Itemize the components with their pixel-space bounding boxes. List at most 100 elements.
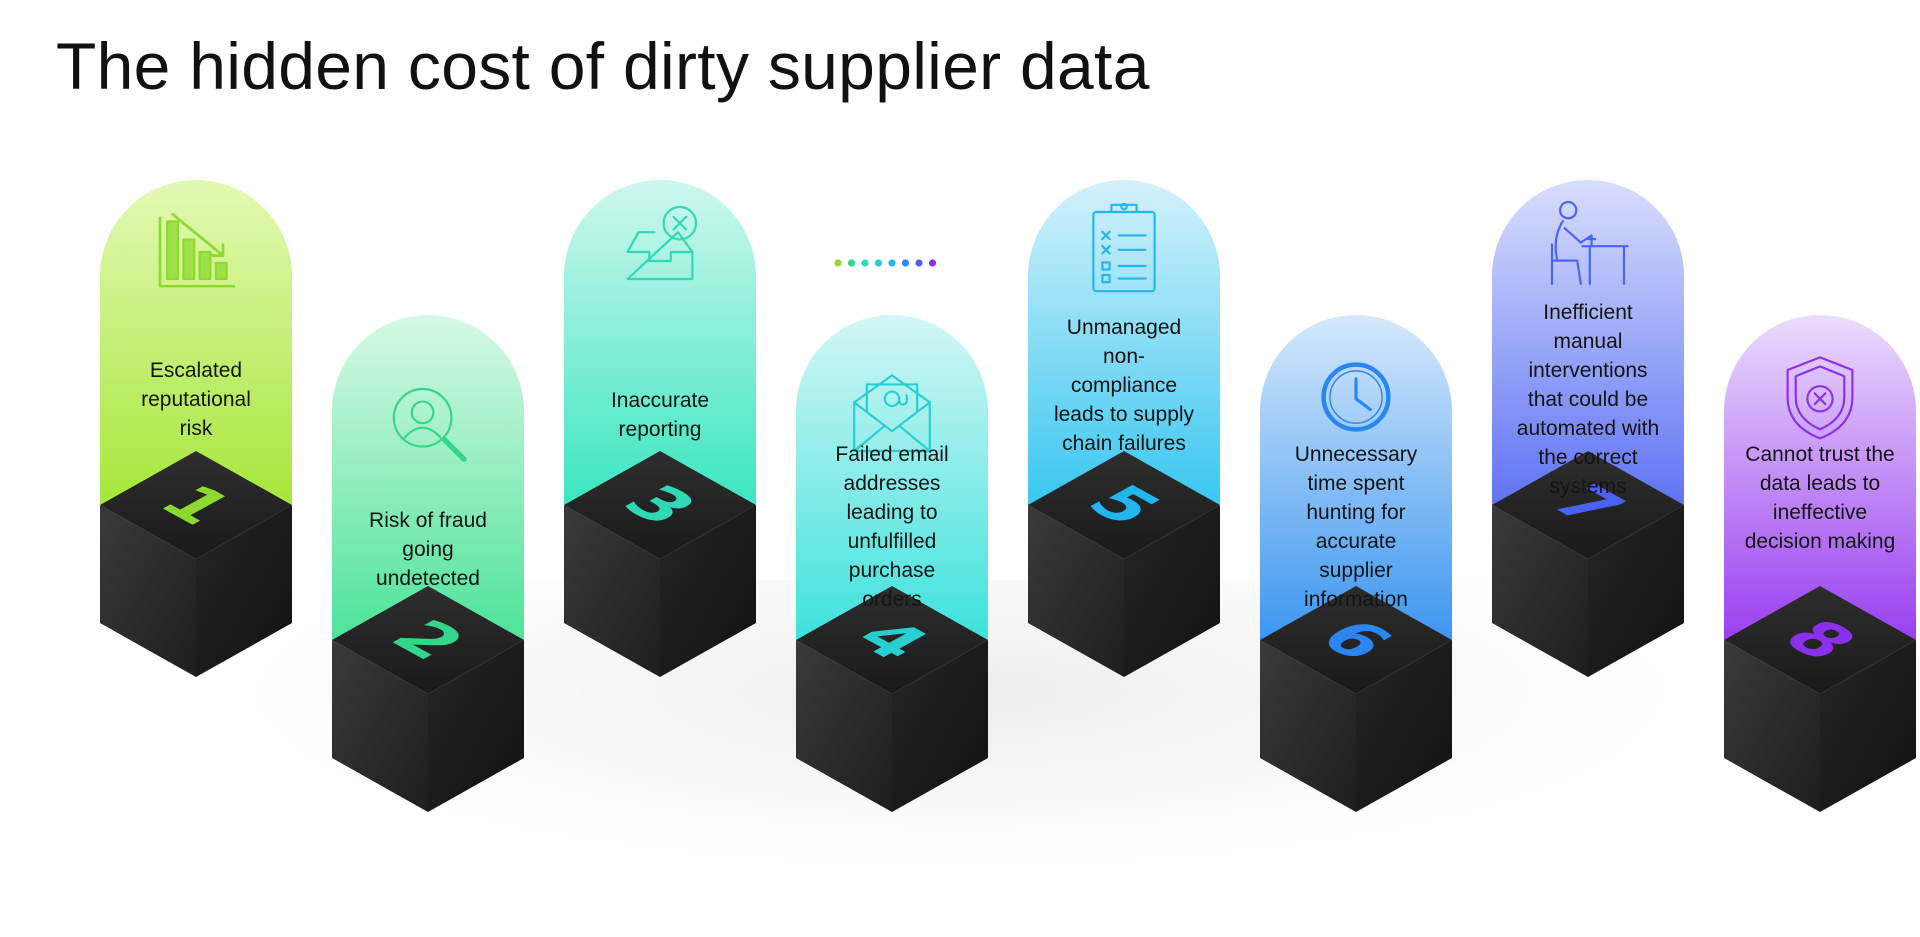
cube-right-face bbox=[1588, 505, 1684, 677]
inbox-error-icon bbox=[626, 205, 698, 281]
label-line: that could be bbox=[1527, 388, 1649, 411]
label-line: hunting for bbox=[1306, 501, 1406, 524]
cube-right-face bbox=[1356, 640, 1452, 812]
decor-dot bbox=[861, 259, 869, 267]
label-line: reporting bbox=[618, 418, 702, 441]
pillar-body bbox=[332, 315, 524, 640]
label-line: non- bbox=[1102, 345, 1146, 368]
pillar-5: 5 bbox=[1028, 180, 1220, 677]
label-line: orders bbox=[862, 588, 922, 611]
pillar-body bbox=[1724, 315, 1916, 640]
cube-top-face bbox=[332, 586, 524, 694]
cube-left-face bbox=[1492, 505, 1588, 677]
cube-right-face bbox=[428, 640, 524, 812]
cube-left-face bbox=[332, 640, 428, 812]
cube-top-face bbox=[1492, 451, 1684, 559]
pillar-7: 7 bbox=[1492, 180, 1684, 677]
slide-title: The hidden cost of dirty supplier data bbox=[56, 29, 1150, 103]
compliance-clipboard-icon bbox=[1092, 202, 1156, 293]
label-line: Escalated bbox=[149, 359, 243, 382]
cube-right-face bbox=[196, 505, 292, 677]
decor-dot bbox=[874, 259, 883, 267]
cube-top-face bbox=[1028, 451, 1220, 559]
label-line: leads to supply bbox=[1053, 403, 1195, 426]
label-line: automated with bbox=[1516, 417, 1660, 440]
cube-left-face bbox=[564, 505, 660, 677]
label-line: interventions bbox=[1528, 359, 1648, 382]
cost-item-5: 5 Unmanaged non-compliance leads to supply… bbox=[1028, 180, 1220, 687]
pillar-4: 4 bbox=[796, 315, 988, 812]
label-line: Inefficient bbox=[1543, 301, 1633, 324]
label-line: leading to bbox=[846, 501, 938, 524]
label-line: addresses bbox=[843, 472, 941, 495]
cube-left-face bbox=[100, 505, 196, 677]
pillar-body bbox=[796, 315, 988, 640]
label-line: decision making bbox=[1744, 530, 1896, 553]
item-label: Inefficient manual interventions that could… bbox=[1486, 298, 1690, 501]
email-envelope-icon bbox=[853, 374, 931, 453]
label-line: time spent bbox=[1307, 472, 1405, 495]
label-line: supplier bbox=[1319, 559, 1393, 582]
decor-dot bbox=[834, 259, 842, 267]
cube-right-face bbox=[1820, 640, 1916, 812]
label-line: reputational bbox=[141, 388, 251, 411]
label-line: manual bbox=[1553, 330, 1623, 353]
pillar-6: 6 bbox=[1260, 315, 1452, 812]
label-line: systems bbox=[1549, 475, 1627, 498]
label-line: undetected bbox=[376, 567, 480, 590]
cost-item-2: 2 Risk of fraud going undetected bbox=[332, 315, 524, 822]
cube-right-face bbox=[1124, 505, 1220, 677]
progress-dots bbox=[834, 259, 937, 267]
pillar-body bbox=[1492, 180, 1684, 505]
user-search-icon bbox=[392, 387, 467, 462]
item-label: Risk of fraud going undetected bbox=[326, 506, 530, 593]
decor-dot bbox=[901, 259, 910, 267]
item-label: Inaccurate reporting bbox=[558, 386, 762, 444]
label-line: Unmanaged bbox=[1066, 316, 1182, 339]
pillar-body bbox=[100, 180, 292, 505]
item-label: Unnecessary time spent hunting for accurate… bbox=[1254, 440, 1458, 614]
declining-bar-chart-icon bbox=[158, 212, 236, 288]
pillar-2: 2 bbox=[332, 315, 524, 812]
label-line: compliance bbox=[1070, 374, 1178, 397]
label-line: the correct bbox=[1538, 446, 1638, 469]
pillar-3: 3 bbox=[564, 180, 756, 677]
cube-right-face bbox=[660, 505, 756, 677]
decor-dot bbox=[847, 259, 856, 267]
label-line: Cannot trust the bbox=[1745, 443, 1895, 466]
decor-dot bbox=[928, 259, 937, 267]
cube-top-face bbox=[564, 451, 756, 559]
cube-top-face bbox=[100, 451, 292, 559]
pillar-body bbox=[1260, 315, 1452, 640]
cube-top-face bbox=[796, 586, 988, 694]
clock-icon bbox=[1321, 362, 1391, 432]
cube-left-face bbox=[796, 640, 892, 812]
shield-cross-icon bbox=[1786, 356, 1854, 440]
label-line: ineffective bbox=[1772, 501, 1868, 524]
cube-top-face bbox=[1724, 586, 1916, 694]
cost-item-6: 6 Unnecessary time spent hunting for accura… bbox=[1260, 315, 1452, 822]
decor-dot bbox=[915, 259, 923, 267]
label-line: Inaccurate bbox=[610, 389, 710, 412]
label-line: going bbox=[402, 538, 454, 561]
cube-right-face bbox=[892, 640, 988, 812]
label-line: purchase bbox=[848, 559, 936, 582]
person-at-desk-icon bbox=[1550, 201, 1629, 286]
cube-left-face bbox=[1260, 640, 1356, 812]
pillar-8: 8 bbox=[1724, 315, 1916, 812]
label-line: Failed email bbox=[835, 443, 949, 466]
cost-item-7: 7 Inefficient manual interventions that cou… bbox=[1492, 180, 1684, 687]
pillar-body bbox=[1028, 180, 1220, 505]
label-line: Risk of fraud bbox=[369, 509, 487, 532]
cost-item-3: 3 Inaccurate reporting bbox=[564, 180, 756, 687]
label-line: accurate bbox=[1315, 530, 1397, 553]
cube-top-face bbox=[1260, 586, 1452, 694]
label-line: Unnecessary bbox=[1294, 443, 1418, 466]
